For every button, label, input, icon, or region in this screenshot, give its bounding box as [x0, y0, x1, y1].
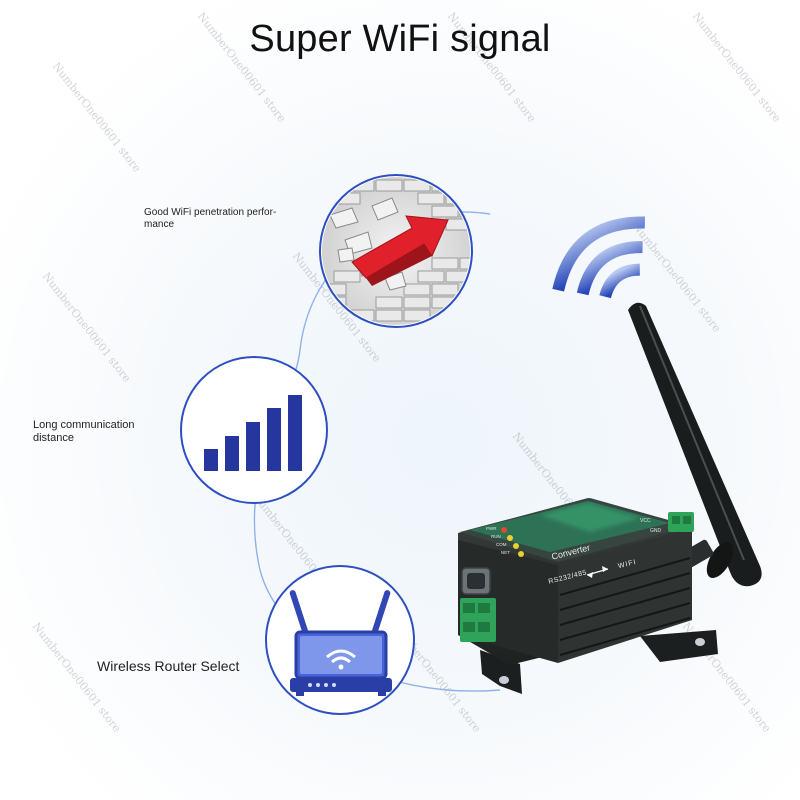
signal-bars-icon — [180, 356, 328, 504]
terminal-label-vcc: VCC — [640, 518, 651, 524]
led-label-com: COM — [496, 542, 507, 547]
feature-label-penetration: Good WiFi penetration perfor- mance — [144, 207, 277, 230]
feature-label-distance: Long communication distance — [33, 419, 135, 444]
feature-label-router: Wireless Router Select — [97, 658, 240, 674]
wifi-icon — [552, 216, 646, 299]
router-icon — [265, 565, 415, 715]
led-label-pwr: PWR — [486, 526, 497, 531]
antenna — [628, 302, 762, 587]
terminal-label-gnd: GND — [650, 528, 662, 534]
brick-wall-icon — [319, 174, 473, 328]
led-label-run: RUN — [491, 534, 501, 539]
page-title: Super WiFi signal — [249, 18, 551, 60]
wifi-converter-device — [458, 498, 718, 694]
led-label-net: NET — [501, 550, 510, 555]
